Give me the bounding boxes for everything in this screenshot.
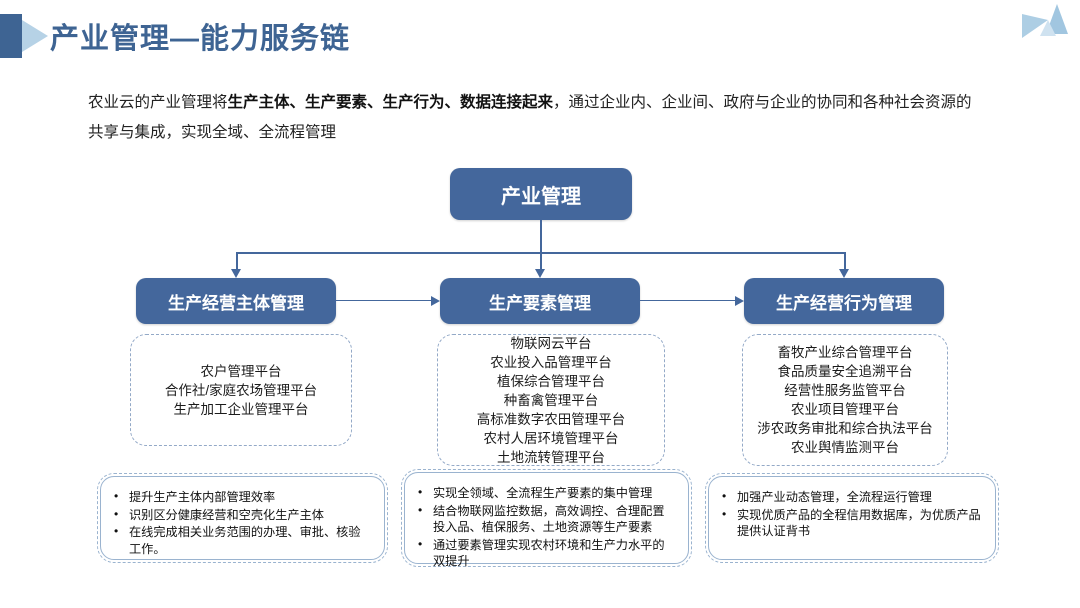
list-item: 在线完成相关业务范围的办理、审批、核验工作。 <box>111 523 372 557</box>
list-item: 土地流转管理平台 <box>497 449 605 465</box>
intro-text-part2: ，通过企业内、企业间、政府与企业的协同和各种社会资源的共享与集成，实现全域、全流… <box>88 94 972 141</box>
list-item: 结合物联网监控数据，高效调控、合理配置投入品、植保服务、土地资源等生产要素 <box>415 502 676 536</box>
list-item: 物联网云平台 <box>510 335 592 351</box>
benefit-list-1: 提升生产主体内部管理效率识别区分健康经营和空壳化生产主体在线完成相关业务范围的办… <box>97 473 388 563</box>
benefit-items-2: 实现全领域、全流程生产要素的集中管理结合物联网监控数据，高效调控、合理配置投入品… <box>415 484 676 570</box>
title-accent-bar <box>0 14 48 58</box>
list-item: 植保综合管理平台 <box>497 373 605 389</box>
list-item: 食品质量安全追溯平台 <box>777 364 913 379</box>
platform-items-3: 畜牧产业综合管理平台食品质量安全追溯平台经营性服务监管平台农业项目管理平台涉农政… <box>751 343 939 457</box>
node-root[interactable]: 产业管理 <box>450 168 632 220</box>
node-branch-2[interactable]: 生产要素管理 <box>440 278 640 324</box>
platform-list-3: 畜牧产业综合管理平台食品质量安全追溯平台经营性服务监管平台农业项目管理平台涉农政… <box>742 334 948 466</box>
platform-list-2: 物联网云平台农业投入品管理平台植保综合管理平台种畜禽管理平台高标准数字农田管理平… <box>437 334 665 466</box>
arrowhead-down-3-icon <box>839 269 849 278</box>
triangle-center-icon <box>1040 20 1056 36</box>
node-branch-3[interactable]: 生产经营行为管理 <box>744 278 944 324</box>
node-branch-1[interactable]: 生产经营主体管理 <box>136 278 336 324</box>
connector-branch-2-vertical <box>540 252 542 270</box>
list-item: 农户管理平台 <box>200 363 282 379</box>
platform-list-1: 农户管理平台合作社/家庭农场管理平台生产加工企业管理平台 <box>130 334 352 446</box>
list-item: 农业项目管理平台 <box>791 402 899 417</box>
list-item: 涉农政务审批和综合执法平台 <box>757 421 933 436</box>
benefit-items-3: 加强产业动态管理，全流程运行管理实现优质产品的全程信用数据库，为优质产品提供认证… <box>719 488 983 540</box>
list-item: 实现优质产品的全程信用数据库，为优质产品提供认证背书 <box>719 506 983 540</box>
corner-decoration <box>1020 0 1080 44</box>
list-item: 加强产业动态管理，全流程运行管理 <box>719 488 983 506</box>
list-item: 种畜禽管理平台 <box>503 392 599 408</box>
list-item: 畜牧产业综合管理平台 <box>777 345 913 360</box>
arrowhead-down-1-icon <box>231 269 241 278</box>
connector-root-vertical <box>540 220 542 253</box>
connector-branch-1-vertical <box>236 252 238 270</box>
list-item: 识别区分健康经营和空壳化生产主体 <box>111 506 372 524</box>
list-item: 农业投入品管理平台 <box>490 354 612 370</box>
connector-branch-3-vertical <box>844 252 846 270</box>
list-item: 合作社/家庭农场管理平台 <box>164 382 318 398</box>
intro-paragraph: 农业云的产业管理将生产主体、生产要素、生产行为、数据连接起来，通过企业内、企业间… <box>88 88 978 148</box>
list-item: 农业舆情监测平台 <box>791 440 899 455</box>
benefit-list-3: 加强产业动态管理，全流程运行管理实现优质产品的全程信用数据库，为优质产品提供认证… <box>705 473 999 563</box>
list-item: 实现全领域、全流程生产要素的集中管理 <box>415 484 676 502</box>
list-item: 提升生产主体内部管理效率 <box>111 488 372 506</box>
title-arrow-icon <box>22 20 48 52</box>
arrowhead-right-1-icon <box>431 296 440 306</box>
platform-items-2: 物联网云平台农业投入品管理平台植保综合管理平台种畜禽管理平台高标准数字农田管理平… <box>446 334 656 467</box>
arrowhead-right-2-icon <box>735 296 744 306</box>
list-item: 通过要素管理实现农村环境和生产力水平的双提升 <box>415 536 676 570</box>
slide-title-block: 产业管理—能力服务链 <box>0 12 350 60</box>
connector-branch-1-to-2 <box>336 300 432 302</box>
page-title: 产业管理—能力服务链 <box>50 23 351 55</box>
list-item: 农村人居环境管理平台 <box>483 430 619 446</box>
benefit-list-2: 实现全领域、全流程生产要素的集中管理结合物联网监控数据，高效调控、合理配置投入品… <box>401 469 692 568</box>
intro-text-part1: 农业云的产业管理将 <box>88 94 228 111</box>
diagram-canvas: 产业管理 生产经营主体管理 生产要素管理 生产经营行为管理 农户管理平台合作社/… <box>0 150 1080 608</box>
platform-items-1: 农户管理平台合作社/家庭农场管理平台生产加工企业管理平台 <box>139 362 343 419</box>
intro-text-emphasis: 生产主体、生产要素、生产行为、数据连接起来 <box>227 94 554 111</box>
benefit-items-1: 提升生产主体内部管理效率识别区分健康经营和空壳化生产主体在线完成相关业务范围的办… <box>111 488 372 557</box>
connector-branch-2-to-3 <box>640 300 736 302</box>
arrowhead-down-2-icon <box>535 269 545 278</box>
list-item: 经营性服务监管平台 <box>784 383 906 398</box>
list-item: 生产加工企业管理平台 <box>173 401 309 417</box>
list-item: 高标准数字农田管理平台 <box>476 411 626 427</box>
